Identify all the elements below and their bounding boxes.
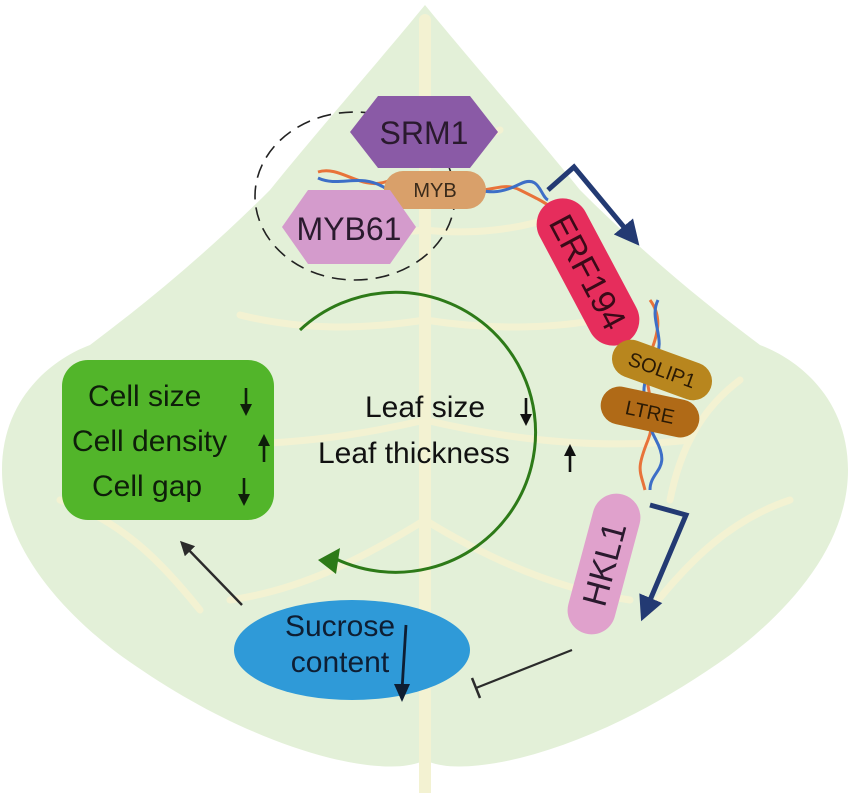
activation-arrow-erf194 xyxy=(546,163,640,246)
cell-density-label: Cell density xyxy=(72,425,227,458)
myb-domain xyxy=(384,171,486,209)
cell-size-label: Cell size xyxy=(88,380,201,413)
ltre-protein: LTRE xyxy=(600,386,700,438)
leaf-thickness-label: Leaf thickness xyxy=(318,437,510,470)
sucrose-down-arrow xyxy=(394,624,410,702)
phenotype-box xyxy=(62,360,274,520)
cell-density-up-arrow xyxy=(258,434,270,462)
cell-size-down-arrow xyxy=(240,388,252,416)
srm1-protein xyxy=(350,96,498,168)
sucrose-line2: content xyxy=(291,646,390,679)
inhibition-bar xyxy=(470,677,482,699)
sucrose-to-phenotype-arrow xyxy=(179,540,243,606)
srm1-label: SRM1 xyxy=(380,115,469,151)
leaf-thickness-up-arrow xyxy=(564,444,576,472)
leaf-size-down-arrow xyxy=(520,398,532,426)
sucrose-line1: Sucrose xyxy=(285,610,395,643)
sucrose-ellipse xyxy=(234,600,470,700)
inhibition-line-sucrose xyxy=(475,648,573,690)
myb-label: MYB xyxy=(413,180,456,202)
cycle-arrowhead xyxy=(318,548,340,574)
leaf-size-label: Leaf size xyxy=(365,391,485,424)
activation-arrow-hkl1 xyxy=(639,502,690,622)
myb61-protein xyxy=(282,190,416,264)
myb61-label: MYB61 xyxy=(297,211,402,247)
cell-gap-label: Cell gap xyxy=(92,470,202,503)
cell-gap-down-arrow xyxy=(238,478,250,506)
cycle-arrow xyxy=(298,290,538,574)
